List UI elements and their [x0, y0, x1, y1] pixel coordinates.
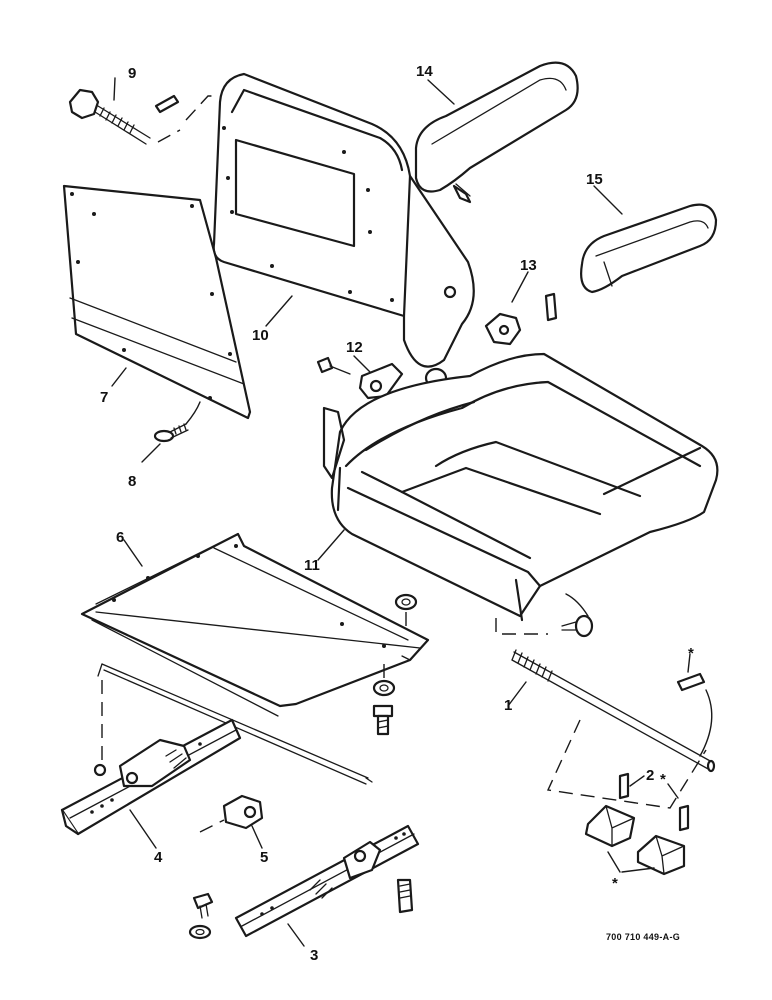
part-7-back-panel — [62, 184, 252, 420]
leader-8 — [141, 443, 161, 463]
leader-7 — [111, 367, 127, 387]
part-13-bracket — [484, 292, 558, 346]
leader-10 — [265, 295, 293, 327]
label-11: 11 — [304, 557, 320, 574]
part-11-seat-cushion — [322, 352, 719, 622]
part-14-armrest — [414, 61, 579, 204]
star-rod: * — [688, 645, 694, 662]
star-pads: * — [612, 875, 618, 892]
rail-bolts — [188, 878, 414, 940]
leader-13 — [511, 271, 529, 303]
hardware-nuts-bolt — [372, 593, 418, 736]
leader-2 — [629, 775, 679, 799]
leader-6 — [123, 539, 143, 567]
leader-star-pin — [687, 653, 691, 673]
part-1-threaded-rod — [511, 649, 716, 773]
leader-1 — [507, 681, 527, 707]
label-12: 12 — [346, 339, 363, 356]
label-7: 7 — [100, 389, 108, 406]
label-13: 13 — [520, 257, 537, 274]
label-4: 4 — [154, 849, 163, 866]
leader-nuts — [383, 612, 407, 680]
leader-15 — [593, 185, 623, 215]
label-2: 2 — [646, 767, 654, 784]
cushion-screw — [561, 614, 594, 638]
label-10: 10 — [252, 327, 269, 344]
dashed-group-2 — [546, 719, 707, 809]
label-5: 5 — [260, 849, 268, 866]
leader-4 — [129, 809, 157, 849]
part-8-screw — [153, 423, 189, 443]
leader-11 — [317, 529, 345, 561]
leader-cushion-dash — [495, 618, 548, 635]
part-15-armrest — [580, 203, 718, 294]
leader-14 — [427, 79, 455, 105]
part-10-seat-back — [212, 72, 475, 389]
part-2-pins-and-pads — [584, 772, 690, 876]
leader-3 — [287, 923, 305, 947]
label-8: 8 — [128, 473, 136, 490]
roll-pin — [676, 672, 706, 692]
label-15: 15 — [586, 171, 603, 188]
leader-12 — [353, 355, 371, 373]
part-4-slide-rail — [60, 718, 242, 836]
star-2: * — [660, 771, 666, 788]
leader-8a — [185, 401, 201, 425]
part-12-pivot-bracket — [316, 356, 404, 400]
part-6-mounting-plate — [80, 532, 430, 717]
leader-cushion-screw — [565, 593, 589, 617]
leader-pads-star — [607, 851, 655, 873]
leader-5 — [251, 825, 263, 849]
label-6: 6 — [116, 529, 124, 546]
part-5-latch-block — [222, 794, 264, 830]
label-14: 14 — [416, 63, 433, 80]
label-9: 9 — [128, 65, 136, 82]
part-9-adjustment-knob — [68, 77, 180, 145]
leader-5-dash — [199, 819, 225, 833]
reference-code: 700 710 449-A-G — [606, 932, 680, 942]
part-3-slide-rail — [234, 824, 420, 938]
label-3: 3 — [310, 947, 318, 964]
label-1: 1 — [504, 697, 512, 714]
leader-pin-curve — [699, 689, 713, 757]
leader-9 — [157, 95, 216, 143]
